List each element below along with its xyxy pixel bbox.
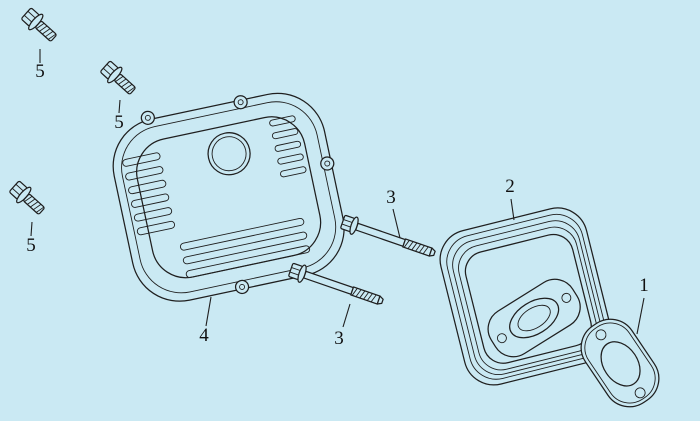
long-bolt-1 <box>339 212 438 263</box>
mounting-ear <box>140 110 155 125</box>
right-vent-slats <box>269 115 307 178</box>
left-vent-slats <box>122 152 176 236</box>
exhaust-flange <box>487 278 581 358</box>
callout-4: 4 <box>199 325 209 346</box>
leader-line-1 <box>636 297 645 335</box>
callout-1: 1 <box>639 275 649 296</box>
gasket-port-hole <box>600 341 641 387</box>
bottom-vent-slats <box>179 217 311 278</box>
flange-bolt-3 <box>6 178 50 220</box>
leader-line-5c <box>30 221 33 237</box>
callout-5c: 5 <box>26 235 36 256</box>
long-bolt-2 <box>287 260 386 311</box>
callout-3a: 3 <box>386 187 396 208</box>
leader-line-5b <box>118 99 121 114</box>
callout-5b: 5 <box>114 112 124 133</box>
callout-3b: 3 <box>334 328 344 349</box>
callout-5a: 5 <box>35 61 45 82</box>
callout-2: 2 <box>505 176 515 197</box>
mounting-ear <box>233 95 248 110</box>
flange-bolt-hole <box>496 333 507 344</box>
muffler-cover-part <box>112 92 345 302</box>
leader-line-3a <box>392 208 401 239</box>
gasket-part <box>580 318 660 408</box>
mounting-ear <box>320 156 335 171</box>
leader-line-4 <box>205 296 212 327</box>
leader-line-3b <box>342 303 351 328</box>
flange-bolt-hole <box>561 292 572 303</box>
cover-opening-hole <box>207 132 251 176</box>
muffler-part <box>439 207 612 386</box>
leader-line-2 <box>510 198 515 221</box>
flange-bolt-1 <box>18 5 62 47</box>
mounting-ear <box>234 279 250 295</box>
gasket-bolt-hole <box>595 329 607 341</box>
flange-bolt-2 <box>97 58 141 100</box>
gasket-bolt-hole <box>634 387 646 399</box>
